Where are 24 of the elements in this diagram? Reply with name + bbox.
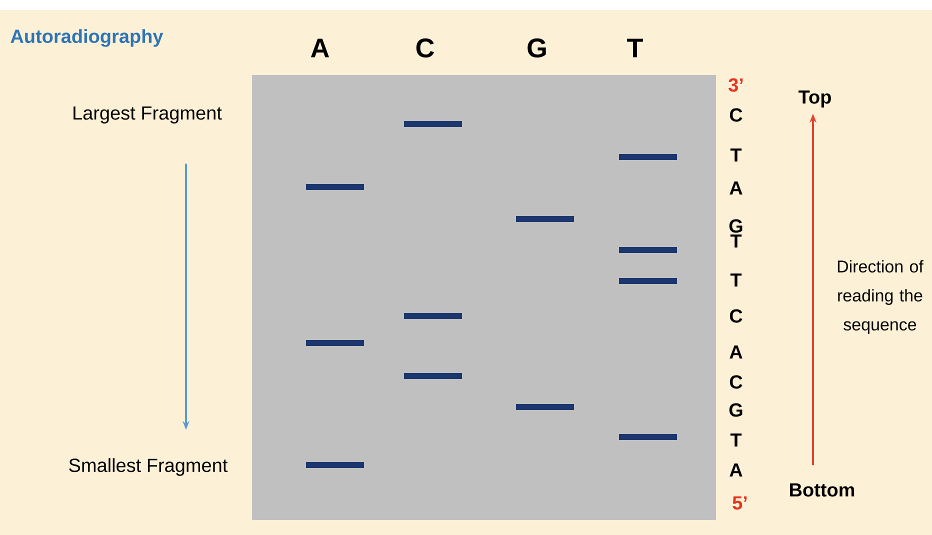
base-letter: T xyxy=(730,273,742,287)
base-letter: T xyxy=(730,234,742,248)
direction-note: Direction of reading the sequence xyxy=(838,260,924,334)
lane-heading: G xyxy=(528,38,546,58)
base-letter: A xyxy=(730,345,742,359)
base-letter: C xyxy=(730,309,742,323)
base-letter: T xyxy=(730,148,742,162)
lane-heading: A xyxy=(310,38,330,58)
node-label: Smallest Fragment xyxy=(69,458,228,476)
direction-end-label: Bottom xyxy=(790,483,854,497)
base-letter: T xyxy=(730,433,742,447)
base-letter: C xyxy=(730,108,742,122)
direction-end-label: Top xyxy=(798,90,831,108)
base-letter: A xyxy=(730,463,742,477)
base-letter: A xyxy=(730,181,742,195)
lane-heading: T xyxy=(627,38,643,58)
base-letter: G xyxy=(729,219,742,233)
base-letter: C xyxy=(730,375,742,389)
lane-heading: C xyxy=(416,38,434,58)
title: Autoradiography xyxy=(10,29,164,47)
base-letter: G xyxy=(729,403,742,417)
strand-end-label: 3’ xyxy=(728,78,743,92)
strand-end-label: 5’ xyxy=(732,496,747,510)
node-label: Largest Fragment xyxy=(74,106,222,124)
